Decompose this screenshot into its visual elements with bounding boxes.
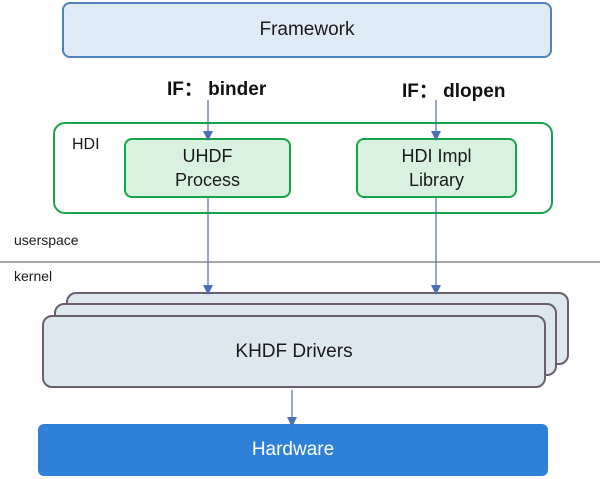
uhdf-process-box: UHDF Process: [124, 138, 291, 198]
framework-box: Framework: [62, 2, 552, 58]
hardware-box: Hardware: [38, 424, 548, 476]
hardware-label: Hardware: [251, 439, 335, 460]
khdf-drivers-box: KHDF Drivers: [42, 315, 546, 388]
if-binder-label: IF： binder: [167, 79, 267, 100]
framework-label: Framework: [259, 19, 355, 40]
userspace-label: userspace: [14, 232, 79, 248]
khdf-drivers-label: KHDF Drivers: [235, 340, 353, 362]
kernel-label: kernel: [14, 268, 53, 284]
uhdf-process-line2: Process: [174, 170, 241, 190]
hdi-impl-library-line2: Library: [408, 170, 464, 190]
hdi-label: HDI: [72, 136, 100, 153]
uhdf-process-line1: UHDF: [182, 146, 233, 166]
if-dlopen-label: IF： dlopen: [402, 81, 506, 102]
hdi-impl-library-line1: HDI Impl: [401, 146, 472, 166]
